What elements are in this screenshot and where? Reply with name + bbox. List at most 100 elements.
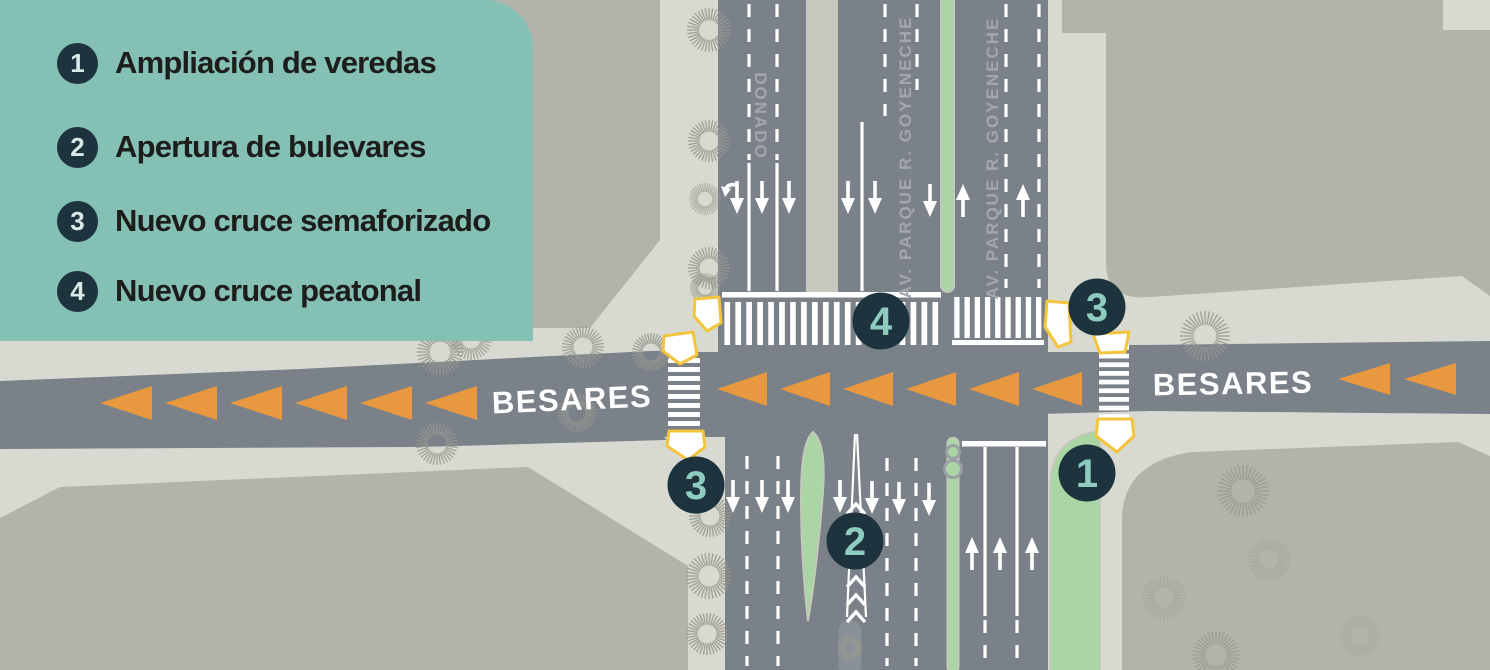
crosswalk-bar [1099,397,1129,402]
crosswalk-bar [668,394,700,399]
crosswalk-bar [1099,414,1129,420]
crosswalk-bar [1005,297,1011,338]
legend-item-label: Ampliación de veredas [115,45,437,80]
tree-icon [1180,311,1230,361]
crosswalk-bar [668,367,700,372]
marker-4-crosswalk: 4 [852,292,910,350]
lane-arrow-down [892,482,906,515]
crosswalk-line [722,292,941,298]
crosswalk-bar [668,421,700,426]
tree-icon [688,120,730,162]
legend-item-label: Apertura de bulevares [115,129,426,164]
legend-item-label: Nuevo cruce peatonal [115,273,422,308]
crosswalk-bar [768,302,774,345]
lane-arrow-up [993,537,1007,570]
street-label-besares-east: BESARES [1153,365,1314,403]
tree-icon [558,394,596,432]
tree-icon [1142,576,1186,620]
green-boulevard-teardrop [799,430,825,622]
crosswalk-bar [1099,388,1129,394]
signal-head-icon [943,459,963,479]
legend-panel: 1 Ampliación de veredas 2 Apertura de bu… [0,0,533,341]
marker-3-northeast: 3 [1068,278,1126,336]
lane-arrow-down [865,481,879,514]
lane-arrow-down [922,483,936,516]
crosswalk-bar [668,403,700,408]
marker-1-sidewalk: 1 [1058,444,1116,502]
tree-icon [689,183,721,215]
direction-arrow [295,386,347,420]
legend-item: 4 Nuevo cruce peatonal [57,270,422,312]
street-label-goyeneche-southbound: AV. PARQUE R. GOYENECHE [896,16,915,299]
tree-icon [1247,537,1291,581]
marker-circle [826,512,884,570]
green-median-south [946,437,960,670]
chevron-marking [845,574,867,589]
marker-circle [1058,444,1116,502]
chevron-marking [845,609,867,624]
legend-number-text: 3 [70,205,85,236]
tree-icon [686,553,732,599]
marker-circle [667,456,725,514]
legend-item-label: Nuevo cruce semaforizado [115,203,491,238]
crosswalk-layer [668,292,1129,426]
tree-icon [416,423,458,465]
crosswalk-bar [668,385,700,390]
direction-arrow [165,386,217,420]
crosswalk-bar [668,412,700,417]
direction-arrows-layer [100,363,1456,420]
direction-arrow [1032,372,1082,406]
block-southeast [1122,442,1490,670]
crosswalk-bar [757,302,763,345]
crosswalk-bar [735,302,742,345]
legend-item-number: 2 [57,126,98,168]
lane-arrow-down [868,181,882,214]
crosswalk-bar [801,302,807,345]
marker-circle [852,292,910,350]
legend-number-text: 1 [70,47,85,78]
chevron-marking [845,592,867,607]
lane-arrow-down [923,184,937,217]
stop-line [962,441,1046,447]
crosswalk-bar [995,297,1001,338]
crosswalk-bar [746,302,753,345]
curb-extension [1091,330,1131,355]
tree-icon [687,8,731,52]
lane-arrow-down-left [721,181,744,214]
crosswalk-bar [844,302,851,345]
direction-arrow [906,372,956,406]
legend-item-number: 3 [57,200,98,242]
tree-icon [632,333,670,371]
marker-circle [1068,278,1126,336]
crosswalk-bar [921,302,928,345]
tree-icon [1340,616,1380,656]
block-southwest [0,467,688,670]
lane-arrow-up [956,184,970,217]
tree-icon [1217,465,1269,517]
crosswalk-bar [964,297,970,338]
direction-arrow [969,372,1019,406]
lane-arrow-up [1025,537,1039,570]
crosswalk-bar [910,302,917,345]
crosswalk-line [952,340,1044,345]
crosswalk-bar [779,302,785,345]
direction-arrow [100,386,152,420]
tree-icon [1192,631,1240,670]
crosswalk-bar [1015,297,1021,338]
crosswalk-bar [833,302,840,345]
crosswalk-bar [1036,297,1042,338]
street-label-donado: DONADO [751,72,770,160]
direction-arrow [1338,363,1390,395]
legend-item: 1 Ampliación de veredas [57,42,437,84]
marker-number: 3 [1086,286,1108,330]
crosswalk-bar [1099,371,1129,376]
green-median-north [940,0,955,293]
direction-arrow [717,372,767,406]
block-northeast [1062,0,1490,298]
curb-extension [1094,417,1136,454]
crosswalk-bar [822,302,829,345]
lane-arrow-down [841,181,855,214]
crosswalk-bar [812,302,818,345]
direction-arrow [843,372,893,406]
